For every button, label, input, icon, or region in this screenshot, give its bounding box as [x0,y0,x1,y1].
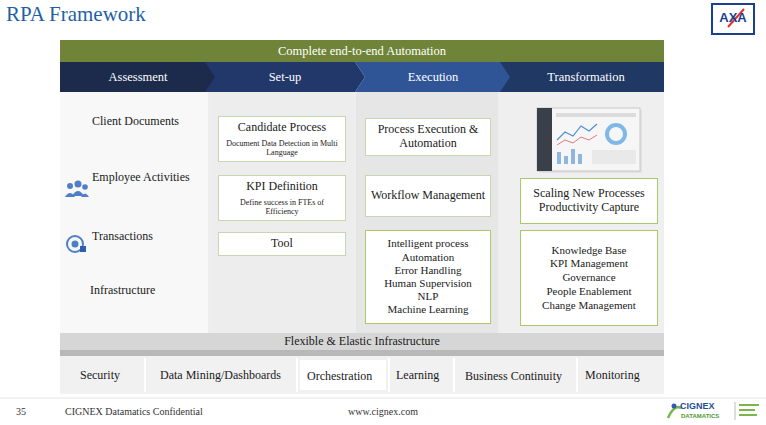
node-heading: Flexible & Elastic Infrastructure [284,335,440,349]
node-heading: Tool [271,237,293,251]
slide-title: RPA Framework [6,3,146,26]
step-box: KPI DefinitionDefine success in FTEs of … [218,175,346,221]
node-heading: Transformation [547,70,624,84]
confidential-note: CIGNEX Datamatics Confidential [65,406,203,417]
header-band: Complete end-to-end Automation [60,40,664,62]
phase-chevron: Execution [355,62,511,92]
assessment-column [60,92,208,333]
capability-item: Monitoring [585,369,640,382]
node-text: Document Data Detection in Multi Languag… [223,139,341,157]
node-heading: Process Execution & Automation [370,123,486,151]
row-separators [145,358,577,392]
setup-column [210,92,354,333]
transformation-column [500,92,664,333]
divider-bar [60,350,664,356]
cignex-logo-mark [668,402,759,420]
capability-item: Learning [396,369,439,382]
chevron-fill [355,62,511,92]
axa-logo [712,4,754,34]
capability-item: Data Mining/Dashboards [160,369,281,382]
people-icon [65,181,89,198]
phase-chevron: Set-up [205,62,365,92]
node-heading: Set-up [269,70,302,84]
capability-item: Orchestration [307,370,372,383]
company-logo-text: AXA [712,11,754,25]
node-text: Machine Learning [388,303,469,316]
node-heading: Execution [408,70,459,84]
node-text: Productivity Capture [539,201,639,215]
transaction-icon [67,236,86,252]
footer-rule [0,398,766,399]
node-text: KPI Management [550,257,628,271]
node-heading: Workflow Management [371,189,485,203]
chevron-fill [60,62,216,92]
node-heading: Scaling New Processes [533,187,644,201]
node-text: Human Supervision [384,277,472,290]
website-url: www.cignex.com [343,406,423,417]
dashboard-screenshot [537,108,642,173]
panel-body [60,40,664,352]
node-text: Change Management [542,299,636,313]
node-text: Define success in FTEs of Efficiency [223,198,341,216]
infrastructure-band: Flexible & Elastic Infrastructure [60,333,664,350]
capability-item: Security [80,369,120,382]
capability-cell [300,360,386,390]
node-heading: Complete end-to-end Automation [278,44,446,58]
outcome-box: Knowledge BaseKPI ManagementGovernancePe… [520,230,658,326]
execution-column [356,92,498,333]
step-box: Process Execution & Automation [365,118,491,156]
capability-row [60,356,664,394]
step-box: Candidate ProcessDocument Data Detection… [218,116,346,162]
node-text: NLP [418,290,439,303]
assessment-item: Infrastructure [90,284,155,297]
node-text: Error Handling [395,264,462,277]
assessment-item: Transactions [92,230,153,243]
page-number: 35 [16,406,26,417]
phase-chevron: Assessment [60,62,216,92]
capability-item: Business Continuity [465,370,562,383]
node-text: Governance [562,271,615,285]
step-box: Workflow Management [365,175,491,217]
node-heading: Candidate Process [238,121,326,135]
step-box: Tool [218,232,346,256]
node-heading: Assessment [108,70,167,84]
outcome-box: Scaling New ProcessesProductivity Captur… [520,178,658,224]
phase-chevron: Transformation [500,62,664,92]
node-heading: KPI Definition [246,180,318,194]
assessment-item: Client Documents [92,115,179,128]
chevron-fill [500,62,664,92]
node-heading: Intelligent process Automation [370,237,486,263]
company-logo-text: CIGNEX [680,402,715,412]
node-text: People Enablement [546,285,631,299]
node-heading: Knowledge Base [552,244,627,258]
company-logo-text: DATAMATICS [681,413,719,420]
chevron-fill [205,62,365,92]
capability-box: Intelligent process AutomationError Hand… [365,230,491,324]
assessment-item: Employee Activities [92,171,190,184]
